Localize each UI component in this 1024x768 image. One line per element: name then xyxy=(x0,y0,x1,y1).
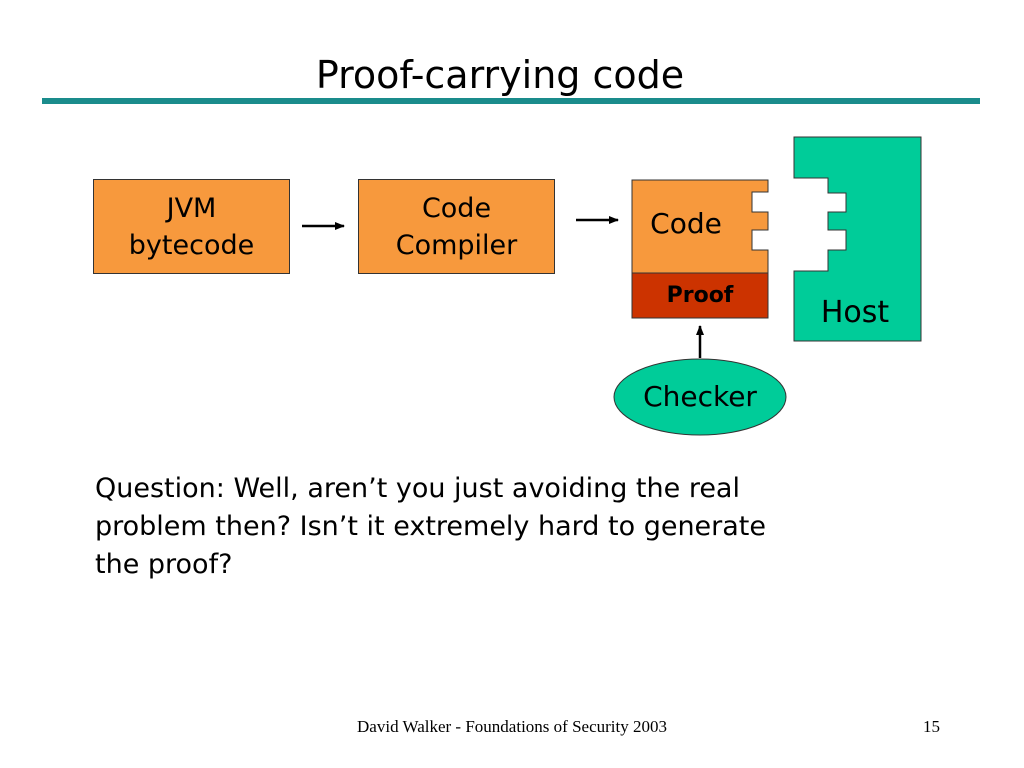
bytecode-label: bytecode xyxy=(128,229,255,261)
proof-label: Proof xyxy=(666,283,734,308)
footer-text: David Walker - Foundations of Security 2… xyxy=(357,717,667,736)
page-number: 15 xyxy=(923,717,940,736)
host-block-shape xyxy=(793,136,922,342)
compiler-label: Compiler xyxy=(395,229,518,261)
question-text: Question: Well, aren’t you just avoiding… xyxy=(95,473,767,580)
host-label: Host xyxy=(820,295,890,330)
checker-ellipse xyxy=(613,358,787,436)
jvm-label: JVM xyxy=(166,192,217,224)
title-divider xyxy=(42,98,980,104)
checker-label: Checker xyxy=(643,380,757,413)
compiler-code-label: Code xyxy=(421,192,492,224)
code-label: Code xyxy=(650,207,722,240)
code-compiler-box: Code Compiler xyxy=(358,179,555,274)
proof-block xyxy=(631,272,769,319)
jvm-bytecode-box: JVM bytecode xyxy=(93,179,290,274)
slide-title: Proof-carrying code xyxy=(315,53,685,97)
